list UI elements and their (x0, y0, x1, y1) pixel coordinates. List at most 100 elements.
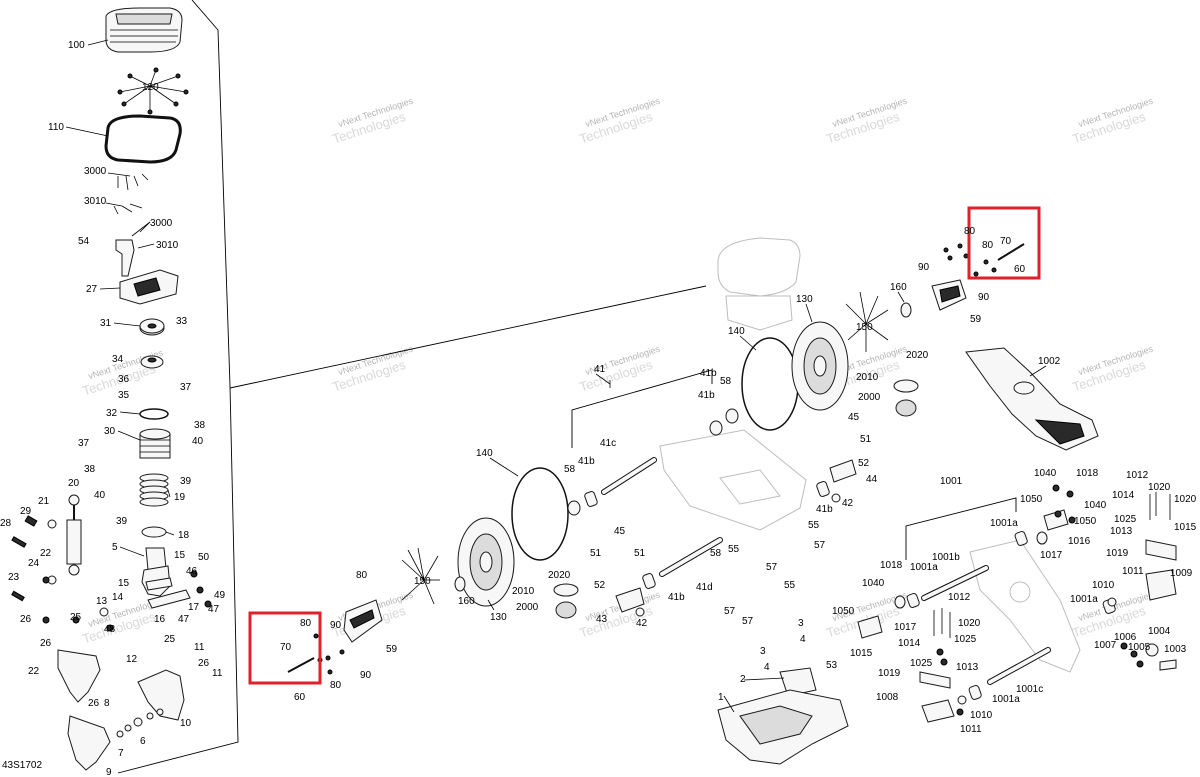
callout-1001a: 1001a (1070, 594, 1098, 605)
shaft-41c-inner (602, 458, 656, 494)
small-hardware-bottom (116, 708, 164, 738)
callout-24: 24 (28, 558, 40, 569)
clamp-44 (829, 459, 857, 483)
callout-59: 59 (386, 644, 398, 655)
callout-1: 1 (718, 692, 724, 703)
callout-1006: 1006 (1114, 632, 1137, 643)
callout-3: 3 (760, 646, 766, 657)
bearing-58-mid (567, 500, 581, 516)
callout-38: 38 (84, 464, 96, 475)
callout-23: 23 (8, 572, 20, 583)
plate-1019-upper (1145, 539, 1177, 561)
callout-53: 53 (826, 660, 838, 671)
callout-26: 26 (20, 614, 32, 625)
seal-160-lower (454, 576, 466, 592)
shaft-41d-inner (660, 538, 722, 576)
callout-1016: 1016 (1068, 536, 1091, 547)
callout-52: 52 (858, 458, 870, 469)
valve-cover-part (105, 7, 183, 53)
callout-1015: 1015 (1174, 522, 1197, 533)
housing-27-part (119, 269, 179, 305)
callout-1001: 1001 (940, 476, 963, 487)
shaft-1001b-inner (922, 566, 988, 600)
swingarm-41-frame (659, 429, 807, 531)
callout-1005: 1005 (1128, 642, 1151, 653)
left-column-parts (11, 7, 212, 771)
callout-140: 140 (476, 448, 493, 459)
callout-1014: 1014 (898, 638, 921, 649)
callout-160: 160 (890, 282, 907, 293)
callout-31: 31 (100, 318, 112, 329)
plate-1019-lower (919, 671, 951, 689)
cover-130-lower (457, 517, 515, 607)
callout-2: 2 (740, 674, 746, 685)
callout-4: 4 (764, 662, 770, 673)
callout-1010: 1010 (970, 710, 993, 721)
callout-3010: 3010 (84, 196, 107, 207)
callout-9: 9 (106, 767, 112, 777)
nut-1011 (956, 708, 964, 716)
nut-42 (831, 493, 841, 503)
callout-32: 32 (106, 408, 118, 419)
bracket-1008 (921, 699, 955, 723)
callout-2020: 2020 (906, 350, 929, 361)
callout-11: 11 (212, 668, 223, 679)
nut-1010 (1107, 597, 1117, 607)
callout-57: 57 (724, 606, 736, 617)
bearing-58-upper (725, 408, 739, 424)
washer-1004 (1145, 643, 1159, 657)
callout-1040: 1040 (862, 578, 885, 589)
callout-80: 80 (330, 680, 342, 691)
callout-90: 90 (330, 620, 342, 631)
callout-1001a: 1001a (910, 562, 938, 573)
callout-55: 55 (784, 580, 796, 591)
callout-90: 90 (978, 292, 990, 303)
callout-3010: 3010 (156, 240, 179, 251)
mount-2-part (779, 667, 817, 697)
callout-21: 21 (38, 496, 50, 507)
highlight-box-lower (248, 611, 322, 685)
bushing-41b (816, 481, 830, 497)
callout-39: 39 (116, 516, 128, 527)
callout-29: 29 (20, 506, 32, 517)
callout-22: 22 (28, 666, 40, 677)
callout-19: 19 (174, 492, 186, 503)
callout-15: 15 (174, 550, 186, 561)
o-ring-32-part (139, 408, 169, 420)
callout-1017: 1017 (1040, 550, 1063, 561)
nut-1010 (957, 695, 967, 705)
callout-160: 160 (458, 596, 475, 607)
leader-lines (65, 39, 1047, 713)
bracket-10-part (137, 669, 185, 721)
callout-1020: 1020 (1174, 494, 1197, 505)
callout-12: 12 (126, 654, 138, 665)
clamp-1015 (857, 615, 883, 639)
callout-36: 36 (118, 374, 130, 385)
callout-49: 49 (214, 590, 226, 601)
seal-1017 (894, 595, 906, 609)
callout-labels: 100 120 110 3000 3010 3000 54 3010 27 31… (0, 40, 1197, 777)
callout-1004: 1004 (1148, 626, 1171, 637)
callout-7: 7 (118, 748, 124, 759)
bushing-41b (642, 573, 656, 589)
callout-1003: 1003 (1164, 644, 1187, 655)
callout-90: 90 (360, 670, 372, 681)
callout-1011: 1011 (1122, 566, 1144, 577)
bolt-ring-120 (117, 67, 189, 115)
frame-1-part (717, 689, 849, 765)
callout-2000: 2000 (858, 392, 881, 403)
callout-4: 4 (800, 634, 806, 645)
callout-1025: 1025 (954, 634, 977, 645)
bushing-1001a (906, 592, 920, 608)
bolt-set-upper (943, 243, 1025, 277)
callout-41d: 41d (696, 582, 713, 593)
callout-1010: 1010 (1092, 580, 1115, 591)
callout-60: 60 (1014, 264, 1026, 275)
callout-41b: 41b (698, 390, 715, 401)
callout-80: 80 (982, 240, 994, 251)
callout-5: 5 (112, 542, 118, 553)
callout-39: 39 (180, 476, 192, 487)
callout-38: 38 (194, 420, 206, 431)
ring-140-upper (741, 337, 799, 431)
callout-1015: 1015 (850, 648, 873, 659)
